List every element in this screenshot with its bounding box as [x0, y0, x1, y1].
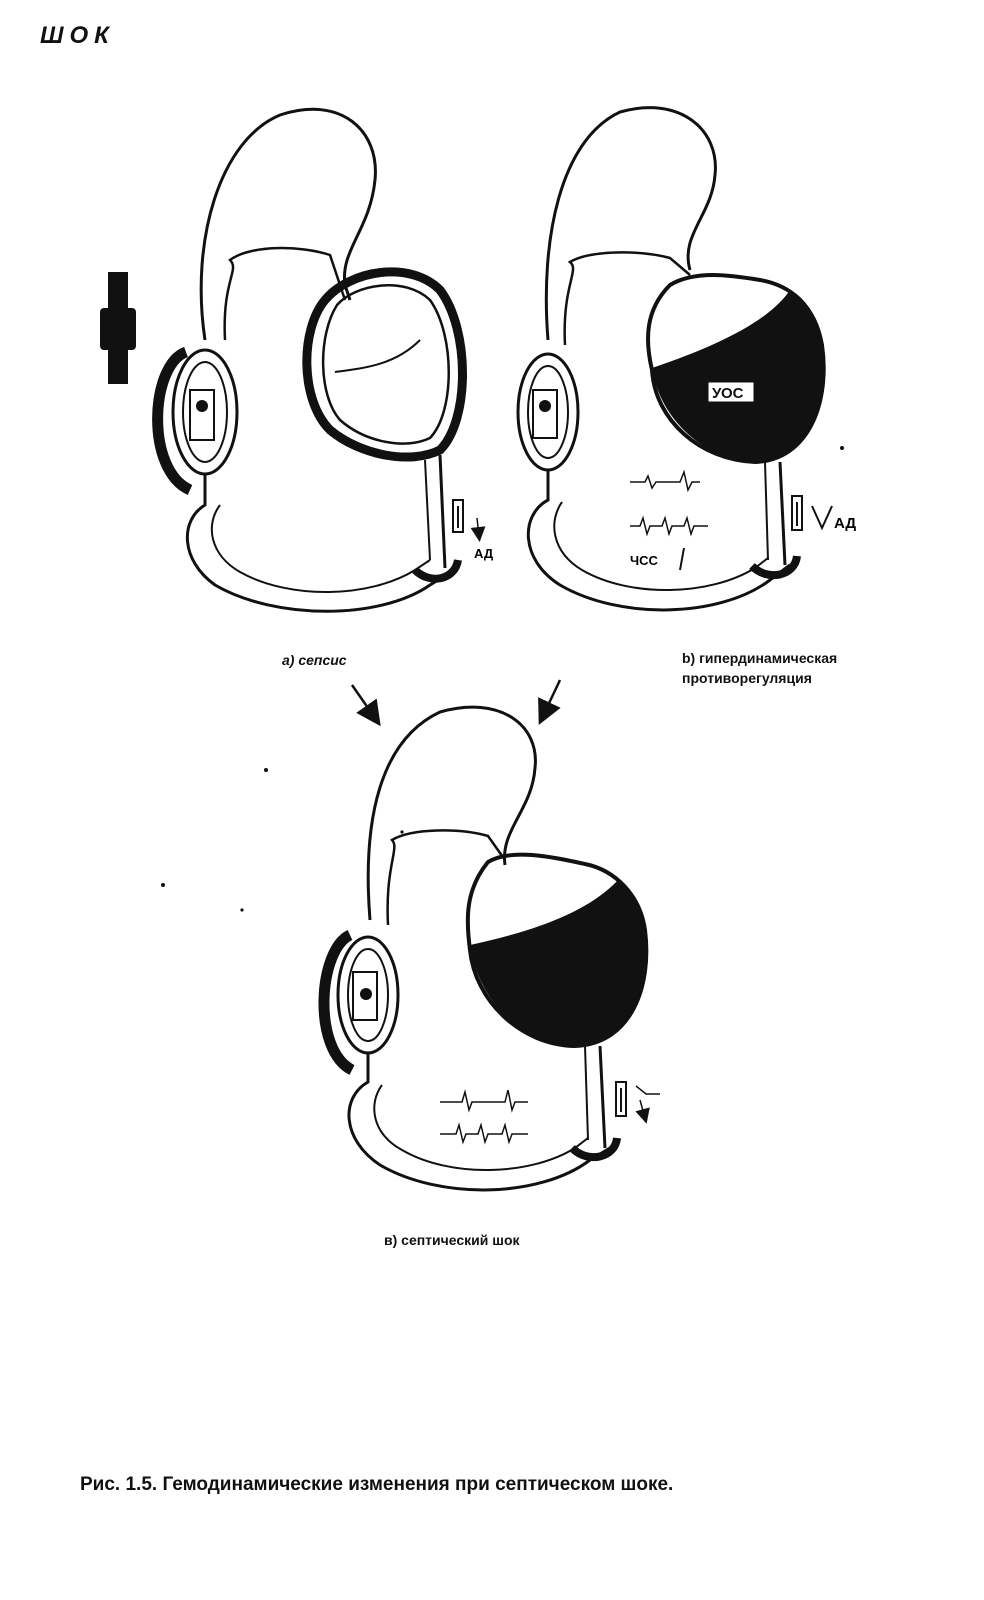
page-header: ШОК — [40, 22, 115, 49]
figure-caption: Рис. 1.5. Гемодинамические изменения при… — [80, 1474, 674, 1495]
panel-a-lung — [152, 346, 239, 496]
panel-b-label-line1: b) гипердинамическая — [682, 650, 838, 666]
panel-a-pressure-gauge — [452, 499, 486, 542]
panel-b-label: b) гипердинамическая противорегуляция — [682, 648, 837, 688]
panel-b-hr-label: ЧСС — [630, 553, 659, 568]
panel-b-label-line2: противорегуляция — [682, 670, 812, 686]
panel-c-ecg-trace-1 — [440, 1089, 528, 1113]
panel-c-ecg-trace-2 — [440, 1122, 528, 1145]
panel-a-bp-label: АД — [474, 546, 494, 561]
panel-b-heart: УОС — [646, 273, 826, 465]
panel-b-pressure-gauge — [791, 495, 833, 531]
panel-c-heart — [465, 852, 649, 1049]
clamp-icon — [100, 272, 136, 384]
panel-b-box-label: УОС — [712, 385, 744, 402]
arrow-b-to-c — [538, 679, 562, 726]
panel-c-pressure-gauge — [615, 1081, 660, 1124]
panel-c-circulation — [318, 705, 660, 1192]
panel-b-ecg-trace-2 — [630, 515, 708, 537]
panel-a-label: а) сепсис — [282, 652, 347, 668]
panel-b-bp-label: АД — [834, 515, 856, 532]
panel-a-circulation: АД — [152, 107, 494, 613]
panel-b-circulation: УОС ЧСС АД — [516, 106, 856, 612]
panel-a-heart — [302, 267, 467, 462]
panel-b-ecg-trace-1 — [630, 469, 700, 493]
panel-c-label: в) септический шок — [384, 1232, 520, 1248]
arrow-a-to-c — [350, 684, 381, 727]
panel-b-lung — [516, 352, 580, 472]
panel-c-lung — [318, 930, 400, 1075]
